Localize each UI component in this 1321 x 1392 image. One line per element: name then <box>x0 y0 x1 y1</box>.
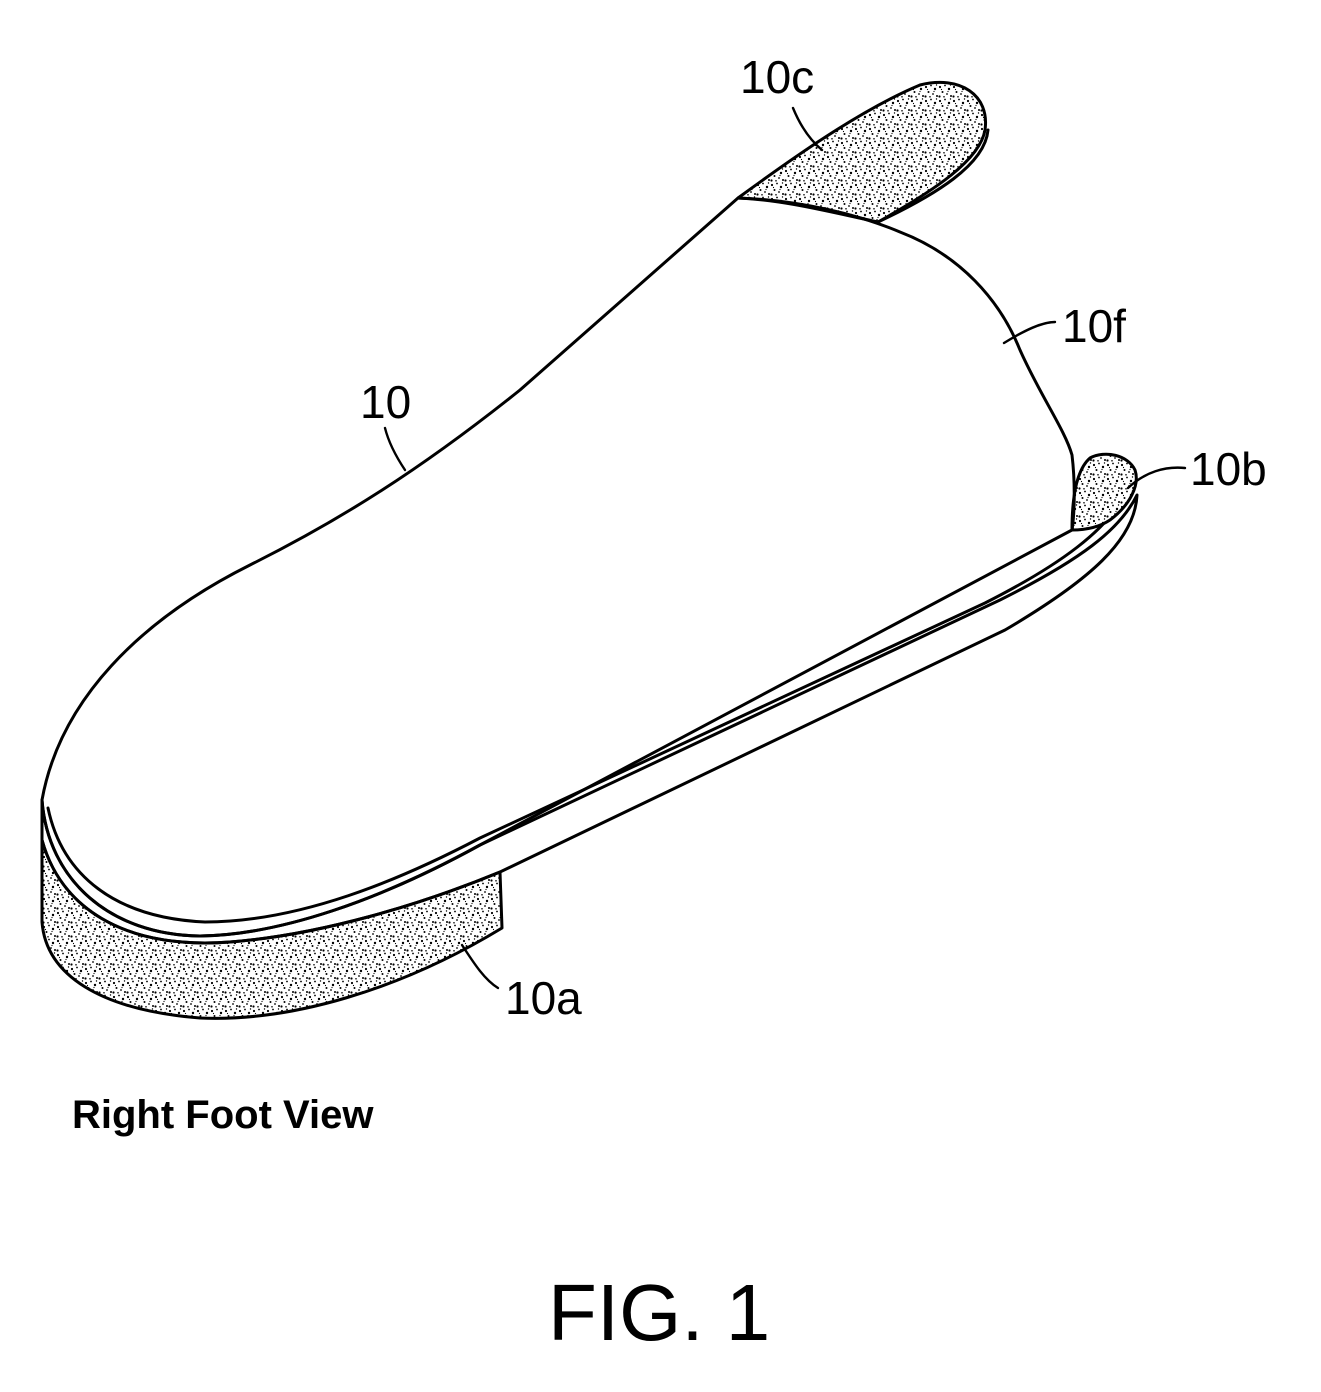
side-pad <box>1072 454 1136 530</box>
figure-caption: FIG. 1 <box>548 1268 770 1357</box>
insole-upper <box>42 198 1074 936</box>
label-toe-strip: 10c <box>740 51 814 103</box>
label-insole: 10 <box>360 376 411 428</box>
label-side-pad: 10b <box>1190 443 1267 495</box>
leader-10a <box>462 945 498 988</box>
view-caption: Right Foot View <box>72 1093 374 1137</box>
leader-10 <box>385 428 405 470</box>
label-upper-edge: 10f <box>1062 300 1126 352</box>
heel-pad <box>42 840 502 1018</box>
sole-layer <box>42 495 1137 943</box>
sole-inner-edge <box>48 490 1128 922</box>
label-heel-pad: 10a <box>505 972 582 1024</box>
